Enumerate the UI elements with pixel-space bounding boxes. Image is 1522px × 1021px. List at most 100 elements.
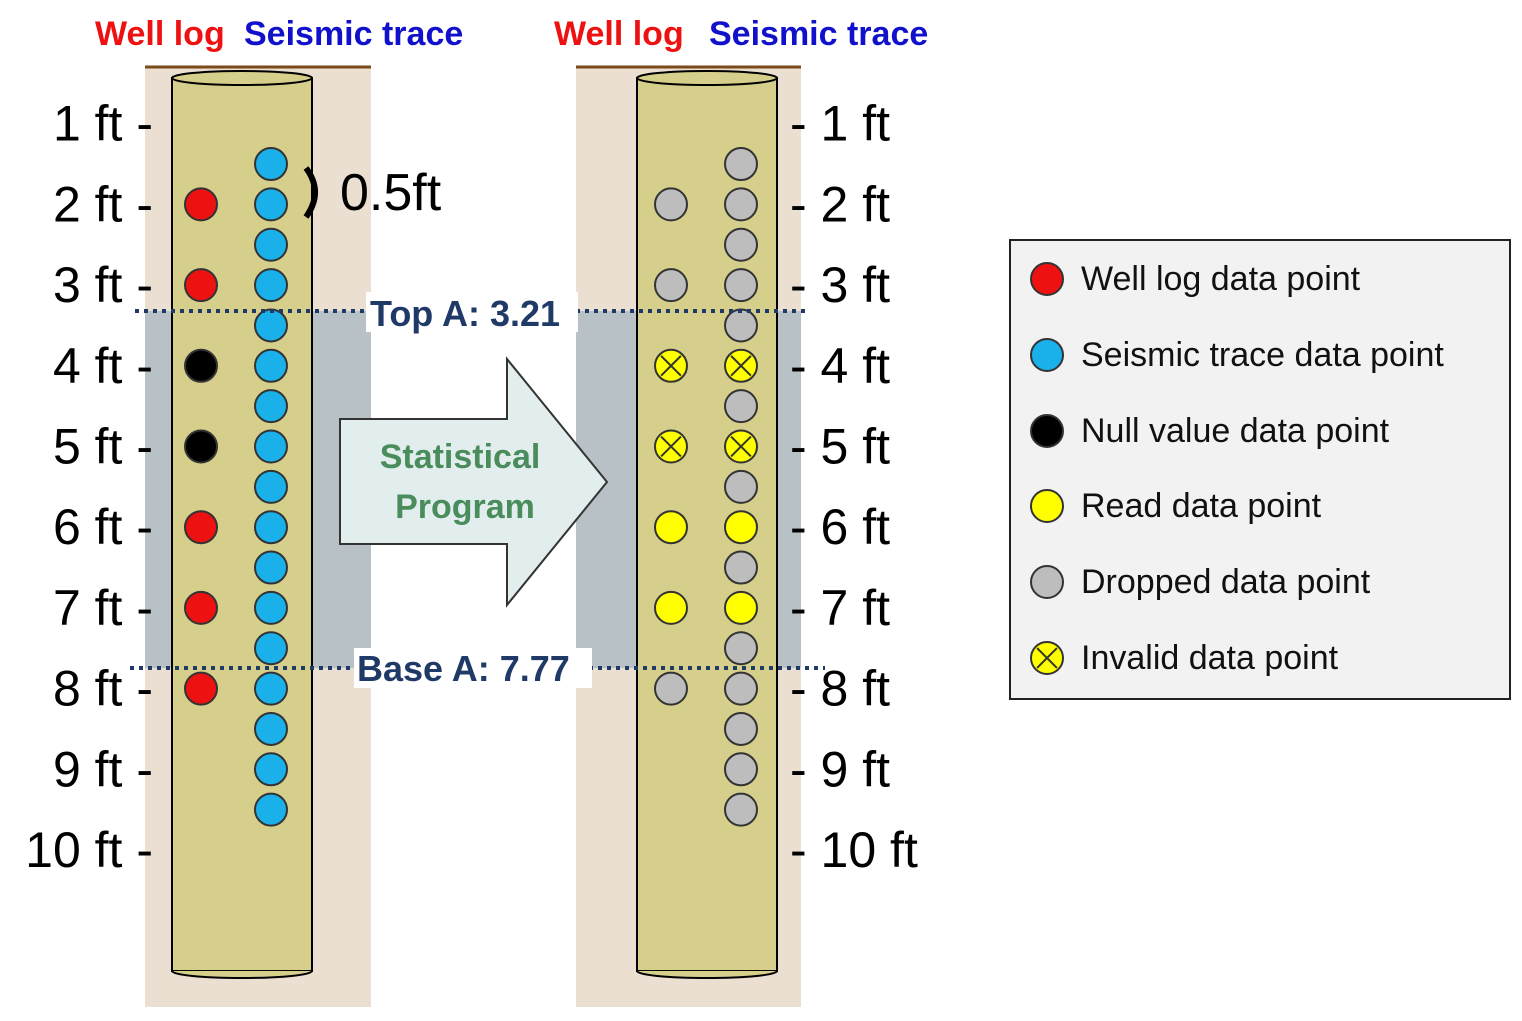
depth-tick-label: 3 ft - [53, 257, 153, 313]
depth-tick-label: - 2 ft [790, 176, 890, 232]
legend-item-invalid: Invalid data point [1029, 638, 1338, 678]
red-circle-icon [1030, 262, 1064, 296]
null-data-point [1030, 414, 1064, 448]
yellow-circle-icon [1030, 489, 1064, 523]
well-log-data-point [184, 590, 218, 625]
depth-tick-label: - 6 ft [790, 499, 890, 555]
seismic-data-point [254, 227, 288, 262]
seismic-data-point [254, 590, 288, 625]
legend-item-read: Read data point [1029, 486, 1321, 526]
statistical-program-arrow: Statistical Program [339, 356, 609, 608]
depth-tick-label: 10 ft - [25, 822, 153, 878]
dropped-data-point [724, 671, 758, 706]
legend-label: Read data point [1081, 486, 1322, 525]
seismic-data-point [1030, 338, 1064, 372]
dropped-data-point [724, 227, 758, 262]
legend-label: Null value data point [1081, 411, 1390, 450]
right-well-log-points [654, 187, 688, 706]
crossed-circle-icon [1030, 641, 1064, 675]
null-data-point [184, 429, 218, 464]
right-seismic-points [724, 147, 758, 827]
depth-tick-label: - 5 ft [790, 419, 890, 475]
legend-label: Dropped data point [1081, 562, 1371, 601]
depth-tick-label: 9 ft - [53, 741, 153, 797]
invalid-cross-mark [730, 355, 752, 377]
read-data-point [724, 590, 758, 625]
dropped-data-point [724, 268, 758, 303]
read-data-point [654, 510, 688, 545]
legend-item-dropped: Dropped data point [1029, 562, 1370, 602]
well-log-data-point [184, 671, 218, 706]
seismic-data-point [254, 187, 288, 222]
depth-tick-label: - 4 ft [790, 338, 890, 394]
zone-boundaries: Top A: 3.21 Base A: 7.77 [130, 292, 825, 689]
seismic-data-point [254, 711, 288, 746]
black-circle-icon [1030, 414, 1064, 448]
right-panel: Well log Seismic trace - 1 ft- 2 ft- 3 f… [554, 15, 928, 1007]
dropped-data-point [724, 631, 758, 666]
left-header-well-log: Well log [95, 15, 225, 53]
seismic-spacing-label: 0.5ft [340, 164, 442, 222]
depth-tick-label: 2 ft - [53, 176, 153, 232]
well-log-data-point [1030, 262, 1064, 296]
legend-label: Seismic trace data point [1081, 335, 1444, 374]
dropped-data-point [724, 550, 758, 585]
dropped-data-point [724, 792, 758, 827]
blue-circle-icon [1030, 338, 1064, 372]
seismic-data-point [254, 792, 288, 827]
dropped-data-point [1030, 565, 1064, 599]
well-log-data-point [184, 268, 218, 303]
depth-tick-label: - 9 ft [790, 741, 890, 797]
well-log-data-point [184, 510, 218, 545]
top-label-background [366, 292, 578, 332]
dropped-data-point [724, 187, 758, 222]
left-well-column [171, 70, 313, 979]
dropped-data-point [724, 308, 758, 343]
seismic-data-point [254, 389, 288, 424]
depth-tick-label: 6 ft - [53, 499, 153, 555]
depth-tick-label: - 1 ft [790, 96, 890, 152]
seismic-data-point [254, 550, 288, 585]
seismic-data-point [254, 510, 288, 545]
right-header-seismic-trace: Seismic trace [709, 15, 928, 53]
base-zone-label: Base A: 7.77 [357, 648, 570, 689]
invalid-cross-mark [660, 355, 682, 377]
right-depth-axis: - 1 ft - 2 ft - 3 ft - 4 ft - 5 ft - 6 ft - 7 … [790, 96, 918, 878]
legend-item-null: Null value data point [1029, 411, 1389, 451]
dropped-data-point [724, 752, 758, 787]
left-depth-axis: 1 ft -2 ft -3 ft -4 ft -5 ft -6 ft -7 ft… [25, 96, 153, 878]
seismic-data-point [254, 631, 288, 666]
left-well-log-points [184, 187, 218, 706]
dropped-data-point [654, 187, 688, 222]
dropped-data-point [724, 469, 758, 504]
seismic-data-point [254, 671, 288, 706]
dropped-data-point [724, 147, 758, 182]
depth-tick-label: 4 ft - [53, 338, 153, 394]
depth-tick-label: 7 ft - [53, 580, 153, 636]
invalid-cross-mark [1036, 647, 1058, 669]
read-data-point [654, 590, 688, 625]
dropped-data-point [654, 671, 688, 706]
depth-tick-label: - 3 ft [790, 257, 890, 313]
invalid-cross-mark [730, 435, 752, 458]
read-data-point [724, 510, 758, 545]
left-panel: Well log Seismic trace 0.5ft 1 ft -2 ft … [25, 15, 463, 1007]
depth-tick-label: 5 ft - [53, 419, 153, 475]
dropped-data-point [654, 268, 688, 303]
arrow-label-line1: Statistical [380, 438, 541, 476]
seismic-data-point [254, 348, 288, 383]
legend-item-well-log: Well log data point [1029, 259, 1360, 299]
depth-tick-label: - 7 ft [790, 580, 890, 636]
top-zone-label: Top A: 3.21 [370, 293, 560, 334]
gray-circle-icon [1030, 565, 1064, 599]
read-data-point [1030, 489, 1064, 523]
seismic-data-point [254, 147, 288, 182]
depth-tick-label: - 10 ft [790, 822, 918, 878]
seismic-data-point [254, 469, 288, 504]
seismic-data-point [254, 308, 288, 343]
legend-label: Well log data point [1081, 259, 1361, 298]
seismic-data-point [254, 429, 288, 464]
well-log-data-point [184, 187, 218, 222]
invalid-cross-mark [660, 435, 682, 458]
